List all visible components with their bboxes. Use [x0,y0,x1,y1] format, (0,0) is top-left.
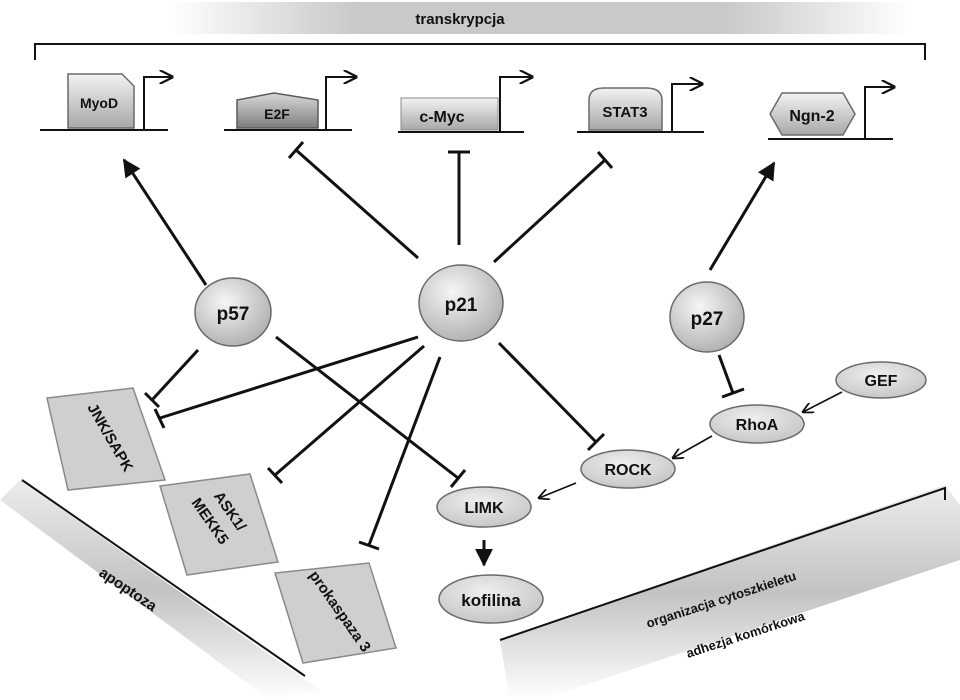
rhoa-ellipse [709,404,805,444]
edge-p21-e2f-bar [287,141,305,159]
edge-p57-jnk-bar [143,391,161,409]
edge-p27-rhoa [717,354,735,394]
limk-ellipse [436,486,532,528]
stat3-shape [588,87,663,131]
edge-p57-jnk [150,348,200,402]
p27-circle [669,281,745,353]
edge-rock-limk [539,482,577,498]
rock-ellipse [580,449,676,489]
gene-cmyc: c-Myc [398,77,532,133]
edge-p57-limk [275,335,459,480]
gene-e2f: E2F [224,77,356,131]
kofilina-ellipse [438,574,544,624]
node-kofilina: kofilina [438,574,544,624]
gene-stat3: STAT3 [577,84,704,133]
node-jnk: JNK/SAPK [46,387,167,491]
jnk-shape [46,387,167,491]
p27-label: p27 [691,309,724,330]
gene-ngn2: Ngn-2 [768,87,894,140]
tss-arrow [499,77,532,132]
edge-rhoa-rock [673,435,713,458]
cmyc-label: c-Myc [419,109,464,126]
edge-p21-ask1 [274,344,425,477]
edge-p21-stat3 [492,158,607,264]
cytoskeleton-banner-bg [500,485,960,700]
edge-p57-myod [122,158,208,286]
node-ask1: ASK1/ MEKK5 [159,473,279,576]
node-p57: p57 [194,277,272,347]
edge-p21-prokaspaza [367,356,442,546]
limk-label: LIMK [464,500,504,517]
apoptosis-bracket [21,479,306,677]
tss-arrow [325,77,356,130]
e2f-shape [236,92,319,129]
edge-p27-rhoa-bar [721,387,745,399]
tss-arrow [143,77,172,130]
edge-p21-jnk [159,335,419,420]
edge-p21-stat3-bar [596,151,614,169]
gene-myod: MyoD [40,73,172,131]
gef-ellipse [835,361,927,399]
prokaspaza-shape [274,562,397,664]
ask1-shape [159,473,279,576]
transcription-banner: transkrypcja [34,2,926,60]
myod-label: MyoD [80,95,118,111]
cmyc-shape [400,97,499,131]
transcription-label: transkrypcja [415,11,505,28]
p21-circle [418,264,504,342]
edge-p27-ngn2 [708,161,776,271]
kofilina-label: kofilina [461,591,521,610]
ngn2-shape [769,92,856,136]
cytoskeleton-bracket [499,486,946,641]
edge-p21-rock-bar [586,432,606,452]
p21-label: p21 [445,295,478,316]
node-p21: p21 [418,264,504,342]
gef-label: GEF [865,373,898,390]
edge-p57-limk-bar [449,469,467,488]
apoptosis-banner-bg [0,480,320,700]
node-p27: p27 [669,281,745,353]
transcription-bracket [34,43,926,60]
e2f-label: E2F [264,106,290,122]
transcription-banner-bg [170,2,910,34]
p57-circle [194,277,272,347]
stat3-label: STAT3 [602,104,647,121]
edge-p21-rock [497,341,598,444]
myod-shape [67,73,135,129]
edge-p21-ask1-bar [266,466,284,485]
tss-arrow [671,84,702,132]
apoptosis-banner: apoptoza [0,479,320,700]
node-rhoa: RhoA [709,404,805,444]
node-prokaspaza: prokaspaza 3 [274,562,397,664]
node-gef: GEF [835,361,927,399]
edge-p21-prokaspaza-bar [358,540,380,551]
node-limk: LIMK [436,486,532,528]
cytoskeleton-banner: organizacja cytoszkieletu adhezja komórk… [499,485,960,700]
ngn2-label: Ngn-2 [789,108,834,125]
edge-gef-rhoa [803,391,843,412]
node-rock: ROCK [580,449,676,489]
p57-label: p57 [217,304,250,325]
rock-label: ROCK [604,462,652,479]
edge-p21-e2f [295,148,419,260]
tss-arrow [864,87,894,139]
edge-p21-jnk-bar [153,408,166,429]
rhoa-label: RhoA [736,417,779,434]
